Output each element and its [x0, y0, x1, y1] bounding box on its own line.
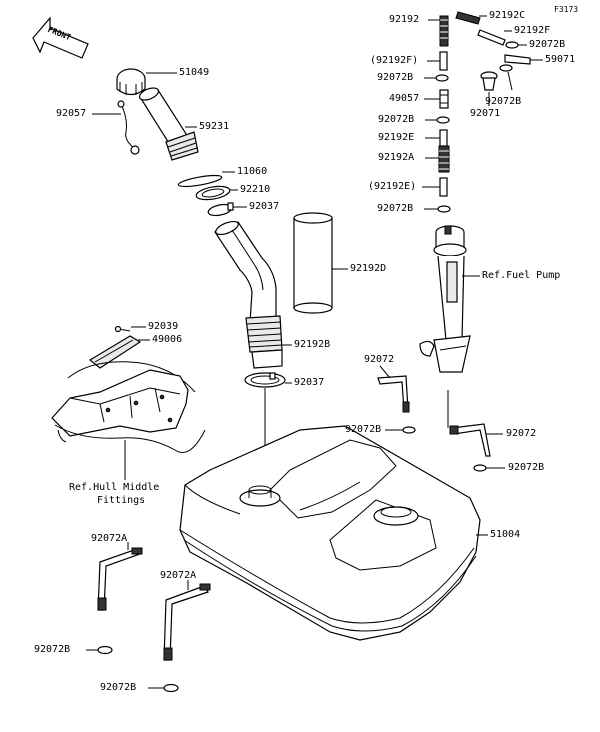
clip-92072B-6	[402, 426, 416, 434]
mounting-screw	[114, 325, 131, 333]
label-92192E-paren: (92192E)	[368, 181, 417, 192]
label-92072B-3: 92072B	[485, 96, 522, 107]
fuel-tank	[179, 425, 481, 641]
label-92072B-9: 92072B	[100, 682, 137, 693]
label-51004: 51004	[490, 529, 521, 540]
label-92072-b: 92072	[506, 428, 537, 439]
label-51049: 51049	[179, 67, 210, 78]
label-92192A: 92192A	[378, 152, 415, 163]
label-ref-fuel-pump: Ref.Fuel Pump	[482, 270, 561, 281]
vent-hose	[293, 212, 333, 314]
strap-92072A-a	[97, 547, 143, 611]
label-92072A-a: 92072A	[91, 533, 128, 544]
label-92192F-paren: (92192F)	[370, 55, 419, 66]
joint-49057	[439, 89, 449, 109]
label-92037-lower: 92037	[294, 377, 325, 388]
label-ref-hull: Ref.Hull Middle	[69, 482, 160, 493]
mounting-bracket	[88, 335, 142, 369]
hull-reference-detail	[51, 361, 206, 453]
label-59231: 59231	[199, 121, 230, 132]
spring-92192	[439, 15, 449, 47]
label-92192D: 92192D	[350, 263, 387, 274]
hose-92192E	[439, 129, 448, 147]
fitting-59071	[504, 54, 531, 65]
hose-92192F-b	[439, 51, 448, 71]
label-92192B: 92192B	[294, 339, 331, 350]
clip-92072B-2	[499, 64, 513, 72]
label-92057: 92057	[56, 108, 87, 119]
hose-92192F	[477, 29, 506, 46]
clip-92072B-4	[436, 116, 450, 124]
label-92210: 92210	[240, 184, 271, 195]
clip-92072B-9	[163, 683, 179, 693]
label-92072B-1: 92072B	[529, 39, 566, 50]
label-92192: 92192	[389, 14, 420, 25]
label-11060: 11060	[237, 166, 268, 177]
valve-92071	[480, 71, 498, 91]
label-92072B-6: 92072B	[345, 424, 382, 435]
label-92039: 92039	[148, 321, 179, 332]
clip-92072B-3	[435, 74, 449, 82]
label-59071: 59071	[545, 54, 576, 65]
label-92072B-4: 92072B	[378, 114, 415, 125]
hose-clamp-upper	[207, 202, 234, 217]
label-92072-a: 92072	[364, 354, 395, 365]
label-ref-hull-fittings: Fittings	[97, 495, 146, 506]
hose-clamp-lower	[244, 372, 286, 388]
fuel-pump	[419, 225, 471, 373]
clip-92072B-1	[505, 41, 519, 49]
label-92072A-b: 92072A	[160, 570, 197, 581]
filler-neck	[138, 87, 199, 161]
filler-hose	[214, 220, 283, 369]
strap-92072A-b	[163, 583, 211, 661]
clamp-ring	[195, 185, 231, 201]
fuel-cap	[116, 68, 146, 96]
clip-92072B-8	[97, 645, 113, 655]
label-92071: 92071	[470, 108, 501, 119]
spring-92192C	[455, 11, 481, 25]
label-92072B-8: 92072B	[34, 644, 71, 655]
front-arrow-icon	[32, 16, 89, 59]
clip-92072B-7	[473, 464, 487, 472]
strap-92072-a	[377, 375, 410, 413]
label-92072B-7: 92072B	[508, 462, 545, 473]
clip-92072B-5	[437, 205, 451, 213]
figure-code: F3173	[554, 5, 579, 14]
label-92192F: 92192F	[514, 25, 551, 36]
seal-ring	[177, 174, 223, 188]
label-92192C: 92192C	[489, 10, 526, 21]
spring-92192A	[438, 145, 450, 173]
strap-92072-b	[449, 423, 491, 457]
label-49006: 49006	[152, 334, 183, 345]
label-92072B-2: 92072B	[377, 72, 414, 83]
label-92072B-5: 92072B	[377, 203, 414, 214]
label-92192E: 92192E	[378, 132, 415, 143]
cap-tether	[117, 100, 140, 155]
hose-92192E-b	[439, 177, 448, 197]
label-49057: 49057	[389, 93, 420, 104]
label-92037-upper: 92037	[249, 201, 280, 212]
